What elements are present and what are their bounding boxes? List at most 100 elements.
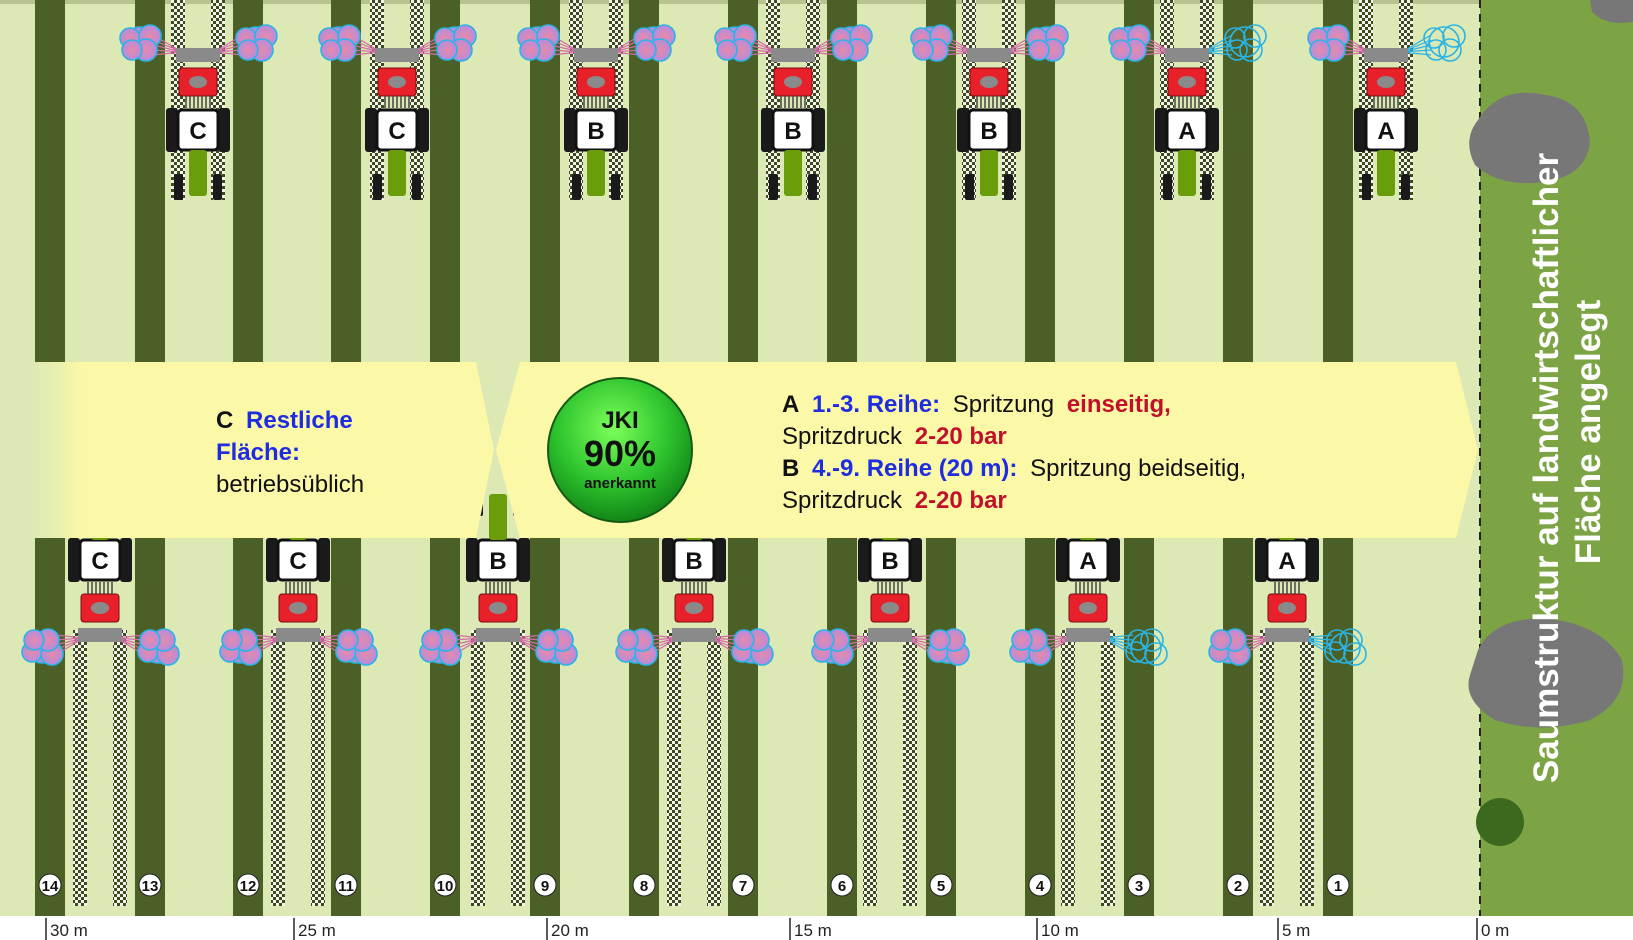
svg-text:5: 5 xyxy=(937,878,945,895)
wheel-track xyxy=(511,630,525,906)
row-number: 8 xyxy=(633,874,655,896)
spray-cloud xyxy=(812,629,853,665)
sprayer-boom xyxy=(672,628,716,642)
tractor-label: C xyxy=(91,548,108,575)
callout-b-text: Spritzung beidseitig, xyxy=(1030,455,1246,482)
rear-left-tire xyxy=(466,538,478,582)
tractor-label: B xyxy=(784,118,801,145)
front-left-tire xyxy=(174,174,183,200)
rear-left-tire xyxy=(1255,538,1267,582)
row-number: 10 xyxy=(434,874,456,896)
wheel-track xyxy=(113,630,127,906)
rear-left-tire xyxy=(858,538,870,582)
row-number: 13 xyxy=(139,874,161,896)
sprayer-pump xyxy=(685,602,703,614)
wheel-track xyxy=(471,630,485,906)
jki-badge: JKI 90% anerkannt xyxy=(548,378,692,522)
rear-right-tire xyxy=(616,108,628,152)
front-right-tire xyxy=(1004,174,1013,200)
front-left-tire xyxy=(965,174,974,200)
spray-cloud xyxy=(1027,25,1068,61)
svg-text:10: 10 xyxy=(437,878,454,895)
row-number: 12 xyxy=(237,874,259,896)
spray-cloud xyxy=(715,25,756,61)
wheel-track xyxy=(569,0,583,200)
callout-a-line1: A 1.-3. Reihe: Spritzung einseitig, xyxy=(782,391,1171,418)
front-right-tire xyxy=(808,174,817,200)
sprayer-pump xyxy=(1377,76,1395,88)
spray-cloud xyxy=(1109,25,1150,61)
scale-label: 30 m xyxy=(50,921,88,940)
sprayer-pump xyxy=(784,76,802,88)
sprayer-boom xyxy=(771,48,815,62)
front-right-tire xyxy=(1202,174,1211,200)
front-left-tire xyxy=(1362,174,1371,200)
rear-left-tire xyxy=(564,108,576,152)
spray-cloud xyxy=(138,629,179,665)
callout-a-pressure-label: Spritzdruck xyxy=(782,423,903,450)
scale-label: 5 m xyxy=(1282,921,1310,940)
wheel-track xyxy=(1002,0,1016,200)
rear-right-tire xyxy=(318,538,330,582)
scale-label: 15 m xyxy=(794,921,832,940)
scale-tick: 5 m xyxy=(1278,918,1310,940)
sprayer-pump xyxy=(587,76,605,88)
wheel-track xyxy=(1359,0,1373,200)
spray-cloud xyxy=(1010,629,1051,665)
scale-tick: 10 m xyxy=(1037,918,1079,940)
callout-a-rows: 1.-3. Reihe: xyxy=(812,391,940,418)
wheel-track xyxy=(1399,0,1413,200)
wheel-track xyxy=(903,630,917,906)
svg-text:11: 11 xyxy=(338,878,354,895)
wheel-track xyxy=(73,630,87,906)
sprayer-boom xyxy=(1364,48,1408,62)
sprayer-pump xyxy=(388,76,406,88)
front-right-tire xyxy=(1401,174,1410,200)
rear-right-tire xyxy=(120,538,132,582)
tractor-hood xyxy=(1178,150,1196,196)
tractor-label: A xyxy=(1278,548,1295,575)
spray-cloud xyxy=(518,25,559,61)
callout-ab: JKI 90% anerkannt A 1.-3. Reihe: Spritzu… xyxy=(496,362,1478,538)
rear-right-tire xyxy=(1406,108,1418,152)
svg-text:8: 8 xyxy=(640,878,648,895)
front-left-tire xyxy=(373,174,382,200)
spray-cloud xyxy=(831,25,872,61)
front-right-tire xyxy=(611,174,620,200)
callout-c-letter: C xyxy=(216,407,233,434)
spray-cloud xyxy=(536,629,577,665)
wheel-track xyxy=(806,0,820,200)
wheel-track xyxy=(1160,0,1174,200)
jki-line3: anerkannt xyxy=(584,475,656,492)
spray-cloud xyxy=(616,629,657,665)
callout-b-letter: B xyxy=(782,455,799,482)
callout-a-text: Spritzung xyxy=(953,391,1054,418)
spray-cloud xyxy=(420,629,461,665)
spray-cloud xyxy=(732,629,773,665)
rear-right-tire xyxy=(714,538,726,582)
jki-line1: JKI xyxy=(601,407,638,434)
tractor-hood xyxy=(388,150,406,196)
rear-right-tire xyxy=(1207,108,1219,152)
sprayer-boom xyxy=(176,48,220,62)
rear-left-tire xyxy=(1155,108,1167,152)
row-number: 6 xyxy=(831,874,853,896)
sprayer-boom xyxy=(375,48,419,62)
wheel-track xyxy=(171,0,185,200)
jki-line2: 90% xyxy=(584,433,656,474)
tractor-label: A xyxy=(1079,548,1096,575)
row-number: 5 xyxy=(930,874,952,896)
scale-label: 25 m xyxy=(298,921,336,940)
tractor-label: C xyxy=(388,118,405,145)
svg-text:13: 13 xyxy=(142,878,159,895)
bush xyxy=(1476,798,1524,846)
rear-left-tire xyxy=(957,108,969,152)
spray-cloud xyxy=(22,629,63,665)
wheel-track xyxy=(1260,630,1274,906)
rear-left-tire xyxy=(266,538,278,582)
sprayer-boom xyxy=(476,628,520,642)
spray-cloud xyxy=(928,629,969,665)
sprayer-boom xyxy=(868,628,912,642)
spray-cloud xyxy=(1308,25,1349,61)
scale-tick: 20 m xyxy=(547,918,589,940)
